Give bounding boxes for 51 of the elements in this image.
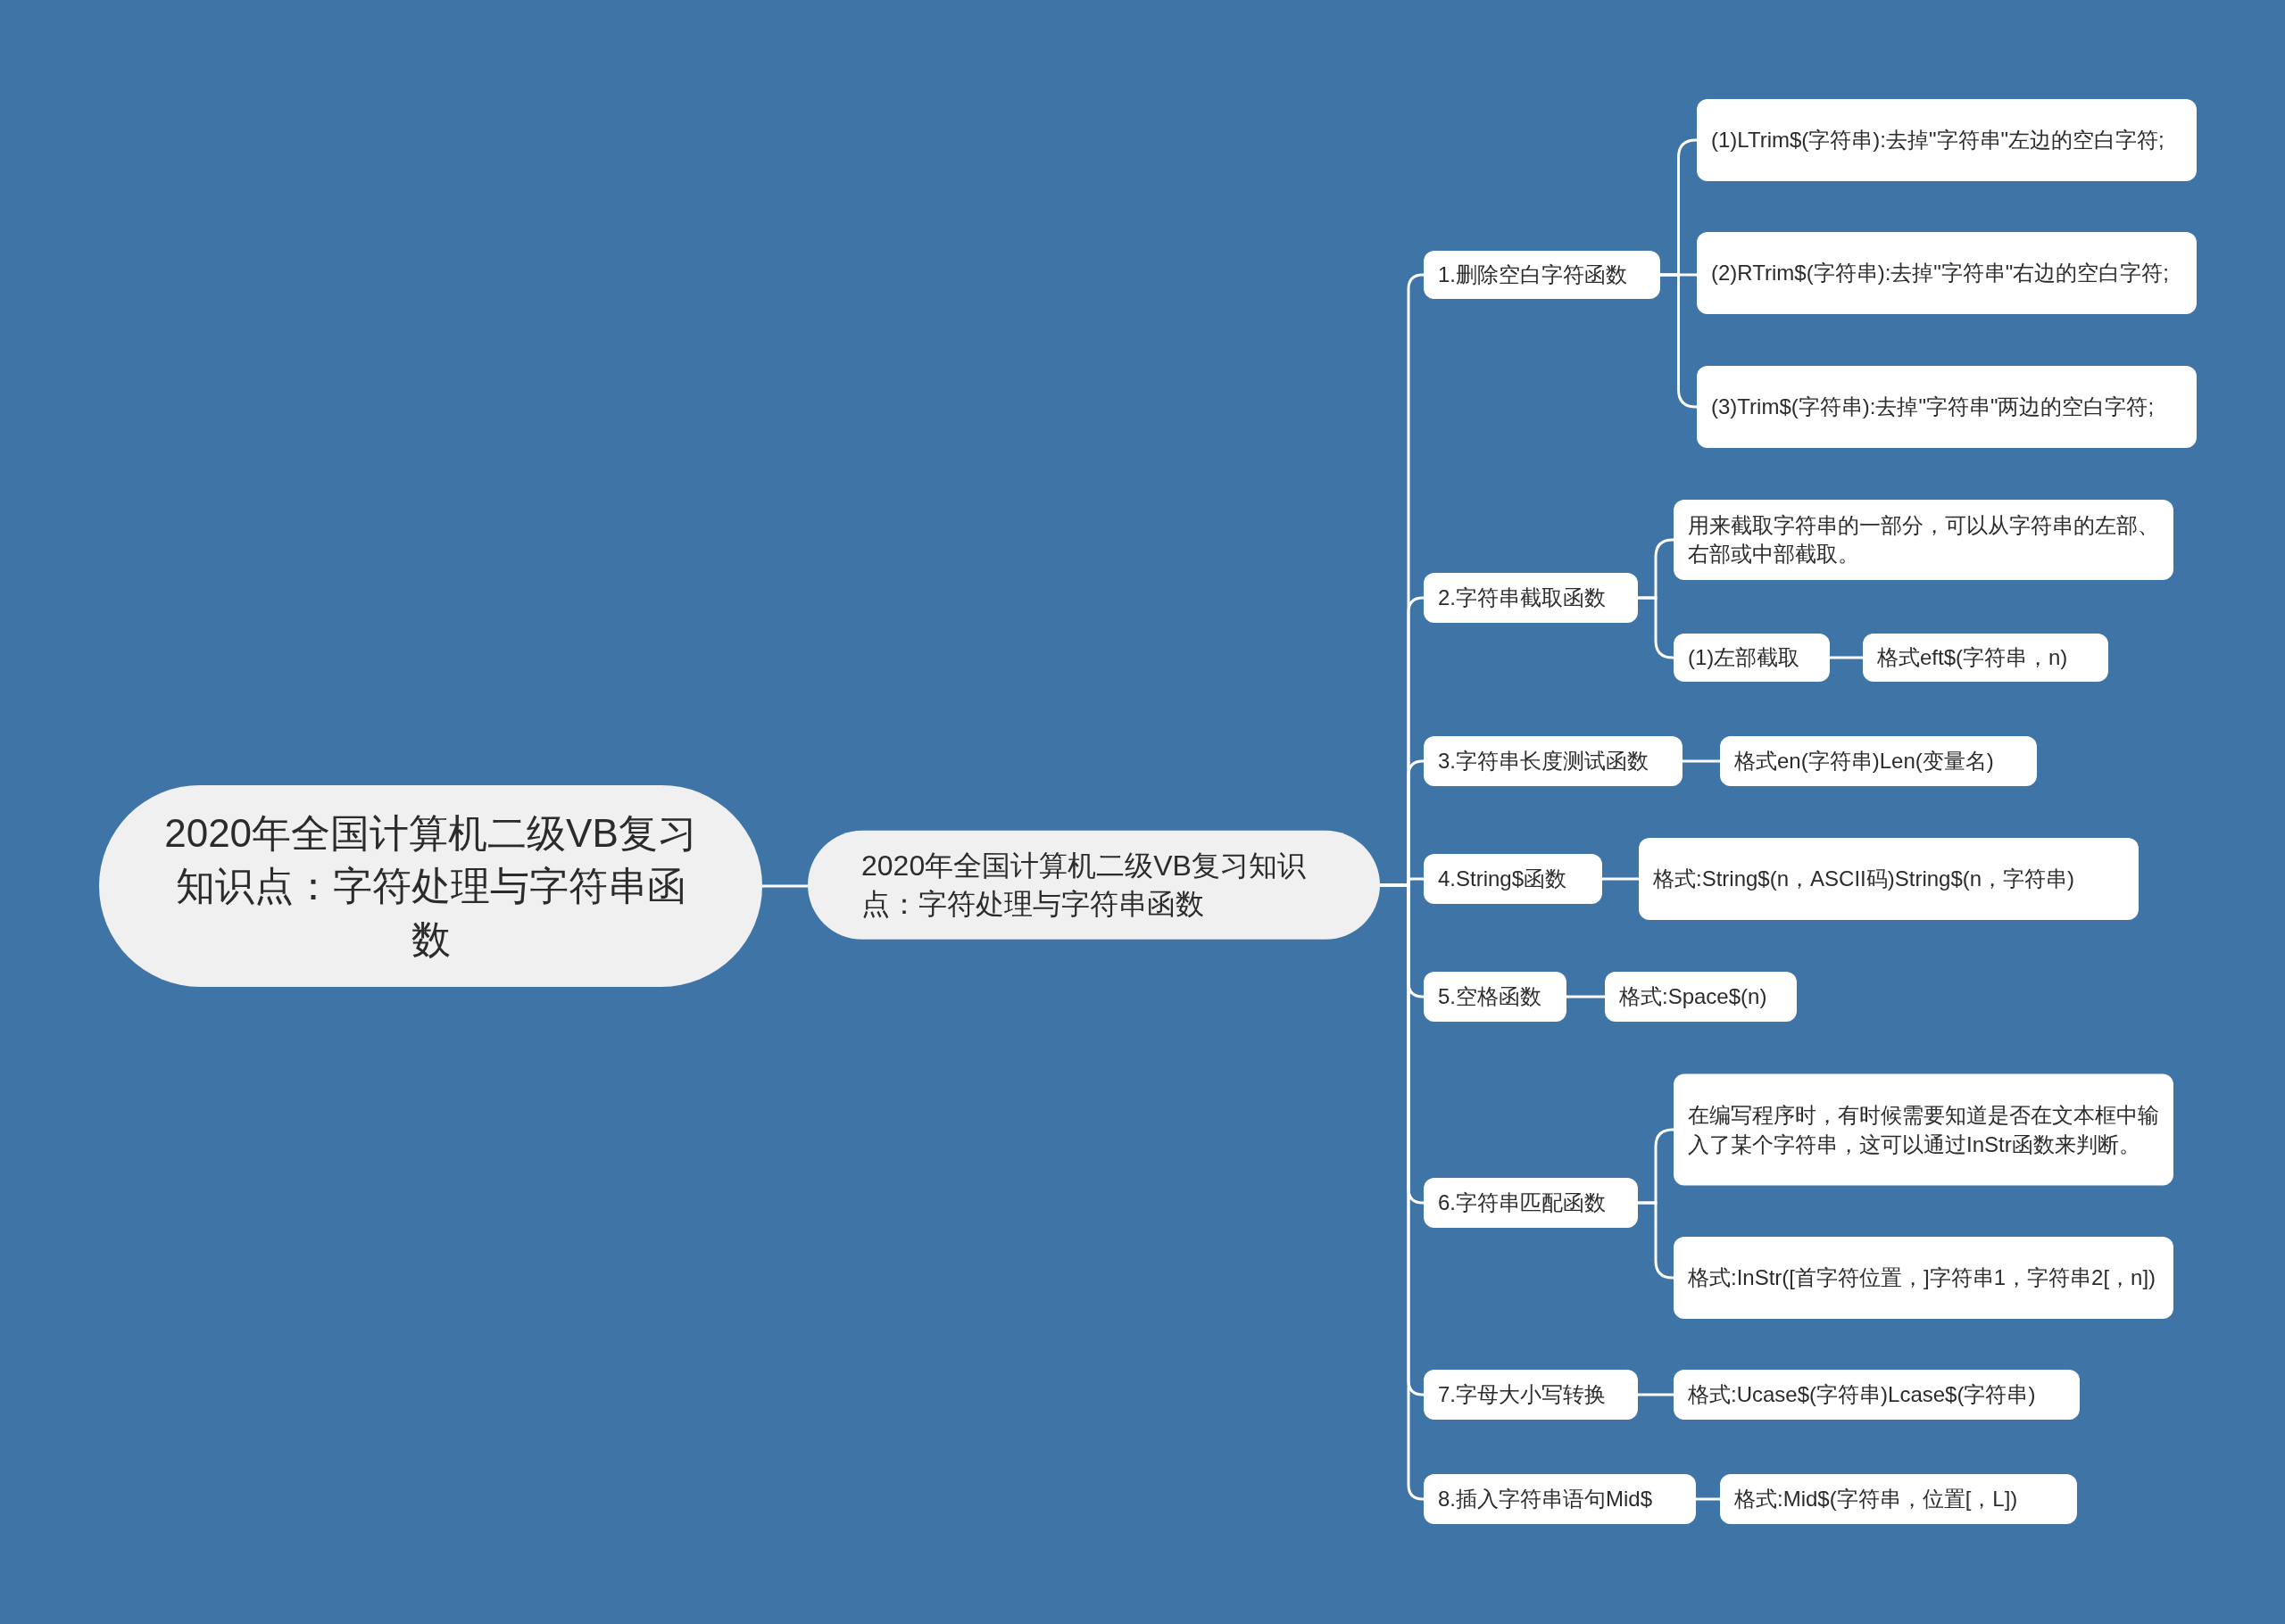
topic-box: [1863, 634, 2108, 682]
topic-box: [1720, 1474, 2077, 1524]
topic-text: (3)Trim$(字符串):去掉"字符串"两边的空白字符;: [1711, 393, 2155, 420]
topic-text: 4.String$函数: [1438, 865, 1567, 892]
topic-text: 2020年全国计算机二级VB复习知识点：字符处理与字符串函数: [861, 848, 1307, 922]
topic-text: 7.字母大小写转换: [1438, 1380, 1606, 1408]
topic-text: 用来截取字符串的一部分，可以从字符串的左部、右部或中部截取。: [1688, 511, 2159, 568]
topic-box: [1424, 972, 1566, 1022]
topic-box: [1424, 573, 1638, 623]
topic-text: 格式:InStr([首字符位置，]字符串1，字符串2[，n]): [1688, 1264, 2156, 1291]
topic-text: 在编写程序时，有时候需要知道是否在文本框中输入了某个字符串，这可以通过InStr函数来判断。: [1688, 1101, 2159, 1157]
topic-text: 1.删除空白字符函数: [1438, 261, 1627, 288]
topic-text: 3.字符串长度测试函数: [1438, 747, 1649, 775]
topic-box: [1697, 99, 2197, 181]
topic-box: [1639, 838, 2139, 920]
topic-text: 格式eft$(字符串，n): [1877, 643, 2068, 671]
topic-text: 8.插入字符串语句Mid$: [1438, 1485, 1653, 1512]
topic-text: 格式:Ucase$(字符串)Lcase$(字符串): [1688, 1380, 2036, 1408]
topic-box: [1697, 232, 2197, 314]
connector-line: [1638, 1393, 1674, 1396]
topic-box: [1674, 500, 2173, 580]
connector-line: [1683, 759, 1720, 763]
topic-box: [1424, 854, 1602, 904]
topic-box: [1674, 1370, 2080, 1420]
topic-box: [1674, 634, 1830, 682]
topic-text: 格式en(字符串)Len(变量名): [1734, 747, 1994, 775]
topic-box: [1674, 1073, 2173, 1186]
topic-box: [1424, 1178, 1638, 1228]
topic-text: 格式:Mid$(字符串，位置[，L]): [1734, 1485, 2018, 1512]
connector-line: [1566, 995, 1605, 998]
topic-text: 格式:String$(n，ASCII码)String$(n，字符串): [1653, 865, 2075, 892]
topic-box: [1424, 1474, 1696, 1524]
topic-text: 6.字符串匹配函数: [1438, 1189, 1606, 1216]
topic-text: 2.字符串截取函数: [1438, 584, 1606, 611]
topic-box: [1674, 1237, 2173, 1319]
topic-text: 2020年全国计算机二级VB复习知识点：字符处理与字符串函数: [163, 809, 698, 963]
topic-text: 5.空格函数: [1438, 982, 1541, 1010]
connector-line: [1602, 877, 1639, 881]
topic-box: [1605, 972, 1797, 1022]
topic-text: (1)LTrim$(字符串):去掉"字符串"左边的空白字符;: [1711, 126, 2165, 153]
connector-line: [1696, 1497, 1720, 1501]
topic-text: (1)左部截取: [1688, 643, 1800, 671]
topic-box: [1424, 251, 1660, 299]
topic-box: [1697, 366, 2197, 448]
topic-box: [1424, 1370, 1638, 1420]
topic-text: (2)RTrim$(字符串):去掉"字符串"右边的空白字符;: [1711, 259, 2170, 286]
topic-box: [1424, 736, 1683, 786]
topic-text: 格式:Space$(n): [1619, 982, 1767, 1010]
connector-line: [1830, 656, 1863, 659]
topic-box: [1720, 736, 2037, 786]
connector-line: [762, 884, 808, 888]
